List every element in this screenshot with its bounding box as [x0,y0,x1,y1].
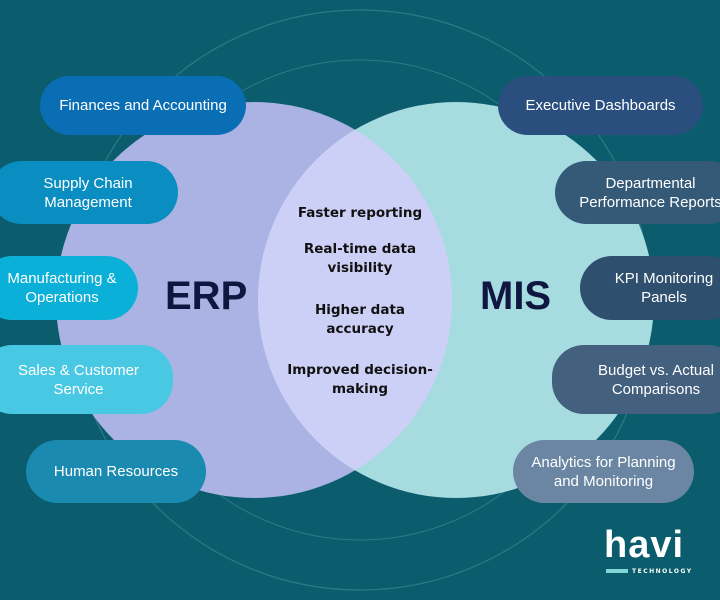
overlap-item: Faster reporting [297,205,423,221]
mis-item: Departmental Performance Reports [555,161,720,224]
erp-item: Manufacturing & Operations [0,256,138,320]
overlap-region [258,102,452,498]
overlap-item: Real-time data visibility [303,241,417,276]
mis-item: KPI Monitoring Panels [580,256,720,320]
mis-item: Analytics for Planning and Monitoring [513,440,694,503]
logo-bar [606,569,628,573]
logo-tagline: TECHNOLOGY [632,568,693,575]
logo-name: havi [604,524,685,566]
mis-item: Executive Dashboards [498,76,703,135]
overlap-item: Improved decision-making [287,362,433,397]
mis-item: Budget vs. Actual Comparisons [552,345,720,414]
havi-logo: havi TECHNOLOGY [604,526,704,576]
mis-label: MIS [480,274,552,318]
erp-item: Sales & Customer Service [0,345,173,414]
erp-item: Finances and Accounting [40,76,246,135]
erp-item: Supply Chain Management [0,161,178,224]
overlap-item: Higher data accuracy [314,302,406,337]
erp-label: ERP [165,274,248,318]
erp-item: Human Resources [26,440,206,503]
